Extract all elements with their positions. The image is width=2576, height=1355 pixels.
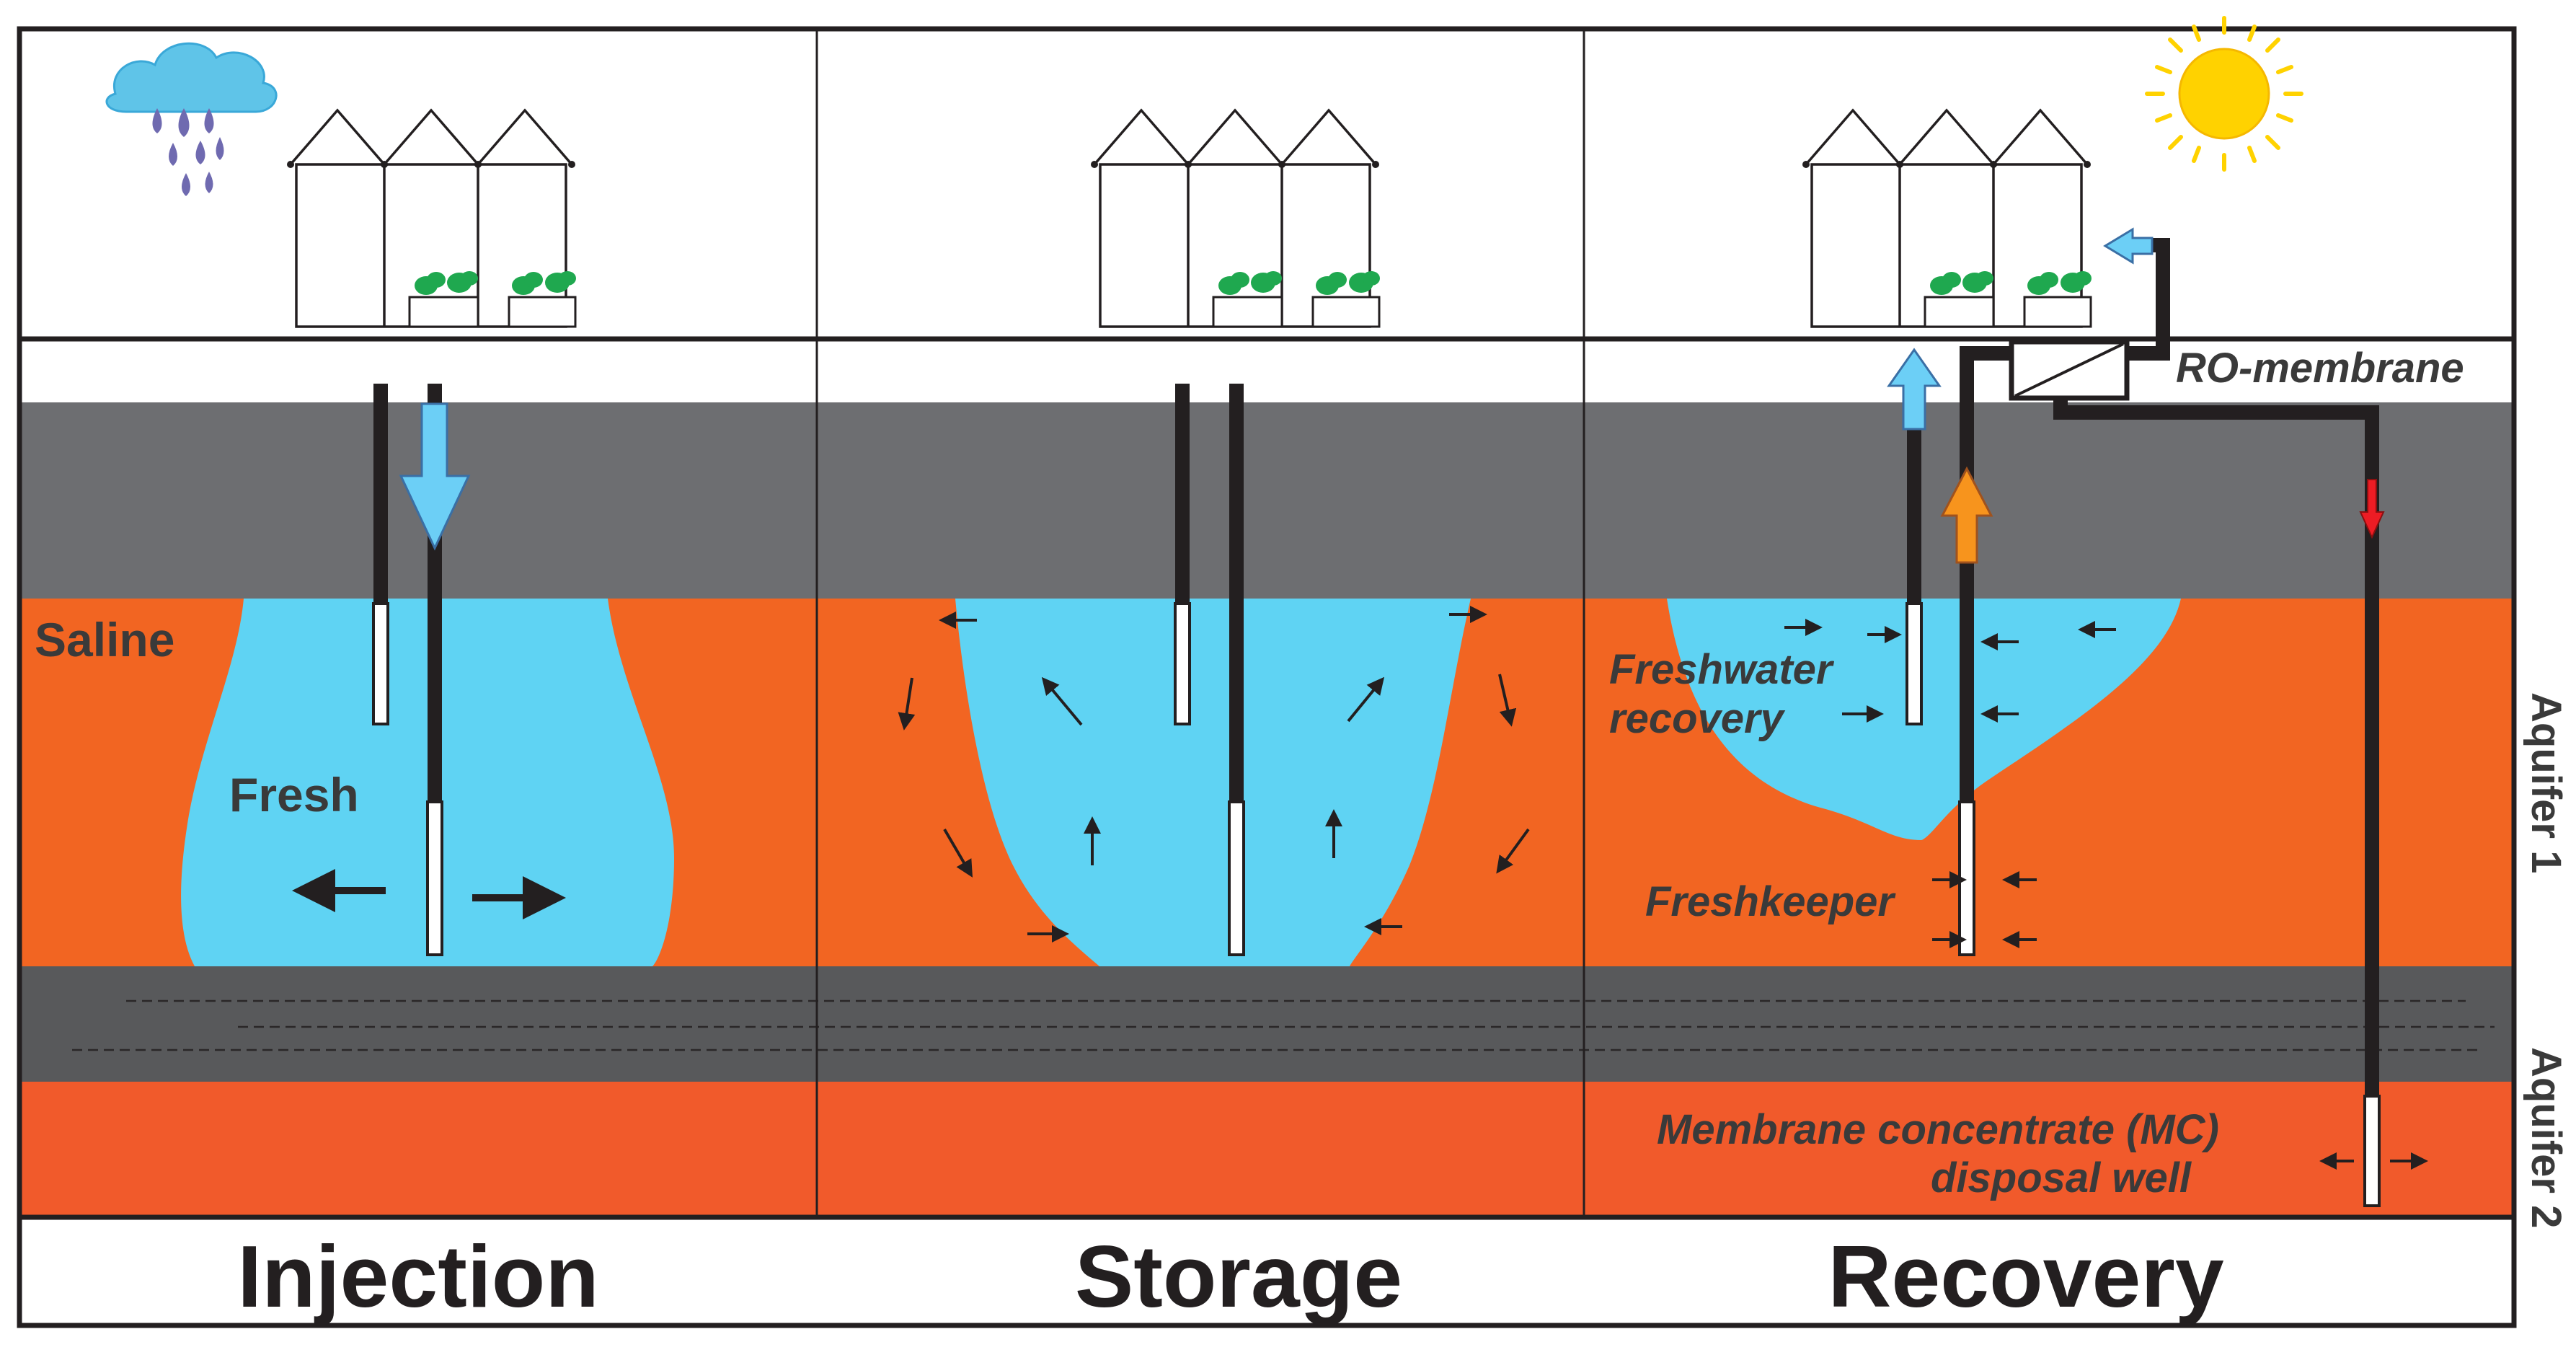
- panel-title-injection: Injection: [237, 1227, 599, 1325]
- aquifer-2-label: Aquifer 2: [2523, 1047, 2570, 1228]
- freshwater-up-arrow: [1887, 348, 1942, 431]
- mc-disposal-label-2: disposal well: [1931, 1155, 2192, 1201]
- permeate-arrow: [2103, 227, 2154, 265]
- fresh-label: Fresh: [229, 768, 359, 821]
- clay-dashes: [72, 999, 2495, 1051]
- freshkeeper-label: Freshkeeper: [1645, 878, 1896, 925]
- panel-title-storage: Storage: [1075, 1227, 1402, 1325]
- title-band: [17, 1214, 2517, 1328]
- saline-label: Saline: [35, 613, 174, 666]
- concentrate-down-arrow: [2359, 479, 2385, 539]
- confining-clay-lower: [19, 966, 2514, 1082]
- fresh-bubble-recovery: [1667, 599, 2181, 840]
- storage-wells: [898, 384, 1530, 956]
- fresh-bubble-storage: [955, 599, 1471, 966]
- injection-arrow: [399, 402, 471, 551]
- injection-wells: [292, 384, 566, 956]
- rain-cloud-icon: [105, 42, 278, 196]
- mc-disposal-label-1: Membrane concentrate (MC): [1657, 1106, 2219, 1153]
- saline-aquifer-2: [19, 1082, 2514, 1217]
- aquifer-1-label: Aquifer 1: [2523, 692, 2570, 873]
- freshwater-recovery-label-2: recovery: [1609, 695, 1786, 742]
- recovery-system: [1784, 227, 2428, 1207]
- freshwater-recovery-label-1: Freshwater: [1609, 646, 1835, 693]
- panel-title-recovery: Recovery: [1828, 1227, 2224, 1325]
- sun-icon: [2145, 16, 2303, 172]
- ro-membrane-label: RO-membrane: [2176, 345, 2464, 392]
- confining-clay-upper: [19, 402, 2514, 599]
- brackish-up-arrow: [1940, 466, 1993, 564]
- ro-membrane-icon: [2009, 339, 2130, 401]
